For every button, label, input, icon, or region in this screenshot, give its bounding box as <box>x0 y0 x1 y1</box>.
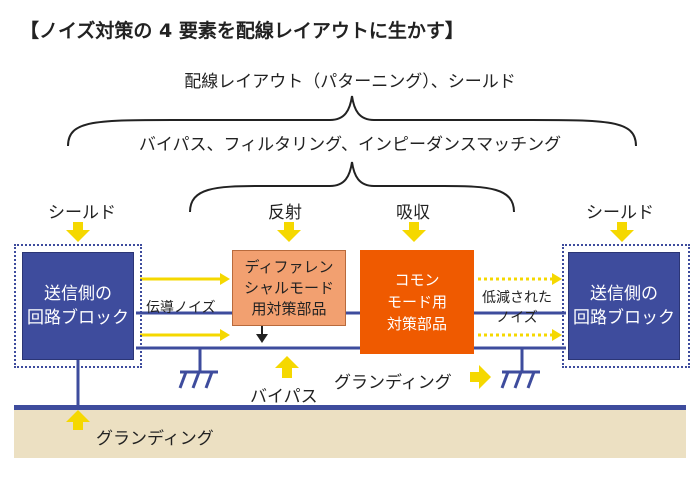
ground-symbol-right-icon <box>500 370 540 389</box>
shield-arrow-right-icon <box>610 222 634 242</box>
shield-outline-right <box>562 244 690 368</box>
common-mode-component: コモンモード用対策部品 <box>360 250 474 354</box>
top-brace <box>67 95 637 147</box>
techniques-label: バイパス、フィルタリング、インピーダンスマッチング <box>138 135 562 155</box>
conducted-noise-label: 伝導ノイズ <box>146 300 216 316</box>
grounding-right-arrow-icon <box>470 365 491 389</box>
reduced-noise-line1: 低減された <box>482 290 552 306</box>
ground-symbol-left-icon <box>178 370 218 389</box>
bypass-label: バイパス <box>250 387 318 407</box>
shield-outline-left <box>14 244 142 368</box>
bypass-up-arrow-icon <box>275 356 299 378</box>
absorption-arrow-icon <box>402 222 426 242</box>
sender-block-line2: 回路ブロック <box>27 308 129 328</box>
ground-plane-line <box>14 405 686 410</box>
reduced-noise-line2: ノイズ <box>496 310 538 326</box>
shield-arrow-left-icon <box>66 222 90 242</box>
receiver-block-line1: 送信側の <box>590 284 658 304</box>
differential-line1: ディファレン <box>244 257 334 276</box>
shield-label-left: シールド <box>48 203 116 223</box>
diagram-title: 【ノイズ対策の 4 要素を配線レイアウトに生かす】 <box>20 20 464 42</box>
signal-wires <box>136 311 566 372</box>
ground-band <box>14 408 686 458</box>
mid-brace <box>189 161 515 213</box>
sender-circuit-block: 送信側の回路ブロック <box>22 252 134 360</box>
receiver-block-line2: 回路ブロック <box>573 308 675 328</box>
differential-mode-component: ディファレンシャルモード用対策部品 <box>232 250 346 326</box>
reduced-arrowhead-1-icon <box>552 273 562 285</box>
reduced-noise-arrows <box>478 277 552 337</box>
down-arrows <box>66 222 634 242</box>
differential-line2: シャルモード <box>243 278 334 297</box>
reflection-arrow-icon <box>277 222 301 242</box>
noise-arrowhead-2-icon <box>220 329 230 341</box>
grounding-mid-label: グランディング <box>334 373 452 393</box>
receiver-circuit-block: 送信側の回路ブロック <box>568 252 680 360</box>
common-line1: コモン <box>394 271 440 289</box>
reduced-noise-label: 低減された ノイズ <box>478 288 556 328</box>
common-line2: モード用 <box>386 293 447 311</box>
common-line3: 対策部品 <box>386 315 447 333</box>
sender-block-line1: 送信側の <box>44 284 112 304</box>
absorption-label: 吸収 <box>396 203 430 223</box>
reflection-label: 反射 <box>268 203 302 223</box>
differential-line3: 用対策部品 <box>251 299 327 318</box>
noise-arrowhead-1-icon <box>220 273 230 285</box>
grounding-bottom-label: グランディング <box>96 429 214 449</box>
noise-arrows-left <box>140 277 220 337</box>
reduced-arrowhead-2-icon <box>552 329 562 341</box>
grounding-bottom-arrow-icon <box>66 410 90 430</box>
bypass-down-arrow-icon <box>256 325 268 343</box>
layout-shield-label: 配線レイアウト（パターニング）、シールド <box>184 72 516 92</box>
shield-label-right: シールド <box>586 203 654 223</box>
